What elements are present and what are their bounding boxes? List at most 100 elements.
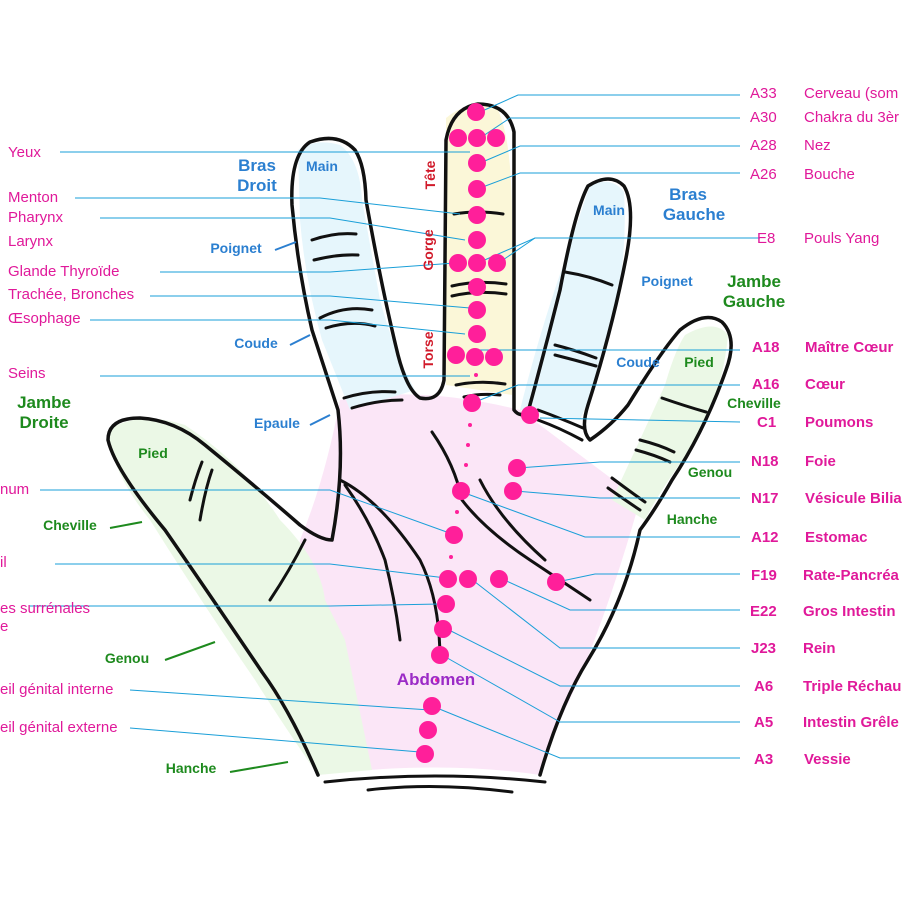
point-pharynx (468, 231, 486, 249)
label-hanche-right: Hanche (667, 511, 718, 527)
label-cheville-left: Cheville (43, 517, 97, 533)
label-poignet-left: Poignet (210, 240, 262, 256)
label-gros-intestin: Gros Intestin (803, 603, 896, 620)
zone-leg-left (612, 326, 728, 520)
code-a3: A3 (754, 751, 773, 768)
code-a26: A26 (750, 166, 777, 183)
label-chakra: Chakra du 3èr (804, 109, 899, 126)
hand-outline (106, 102, 733, 794)
code-e8: E8 (757, 230, 775, 247)
point-a30-right (487, 129, 505, 147)
label-cerveau: Cerveau (som (804, 85, 898, 102)
label-genou-left: Genou (105, 650, 149, 666)
point-a30-center (468, 129, 486, 147)
point-a5 (431, 646, 449, 664)
label-epaule: Epaule (254, 415, 300, 431)
hand-contour (106, 102, 733, 777)
label-genital-externe: eil génital externe (0, 719, 118, 736)
label-genital-interne: eil génital interne (0, 681, 113, 698)
point-trachee (468, 278, 486, 296)
code-a12: A12 (751, 529, 779, 546)
label-bouche: Bouche (804, 166, 855, 183)
point-a12 (452, 482, 470, 500)
label-surrenales: es surrénales (0, 600, 90, 617)
code-e22: E22 (750, 603, 777, 620)
code-a6: A6 (754, 678, 773, 695)
label-vesicule: Vésicule Bilia (805, 490, 902, 507)
zone-leg-right (108, 418, 372, 775)
wrist-line-1 (323, 774, 547, 784)
zone-arm-left (520, 181, 625, 420)
code-a28: A28 (750, 137, 777, 154)
point-torse (468, 325, 486, 343)
point-e8-left (449, 254, 467, 272)
zone-labels: Bras Droit Main Poignet Coude Epaule Bra… (17, 156, 785, 776)
label-e: e (0, 618, 8, 635)
label-bras-gauche-2: Gauche (663, 205, 725, 224)
point-f19 (547, 573, 565, 591)
point-a26 (468, 180, 486, 198)
label-coeur: Cœur (805, 376, 845, 393)
label-cheville-right: Cheville (727, 395, 781, 411)
label-bras-droit-1: Bras (238, 156, 276, 175)
point-genital-externe (416, 745, 434, 763)
point-a18-right (485, 348, 503, 366)
code-a16: A16 (752, 376, 780, 393)
code-a18: A18 (752, 339, 780, 356)
code-j23: J23 (751, 640, 776, 657)
code-n18: N18 (751, 453, 779, 470)
label-rein: Rein (803, 640, 836, 657)
label-poumons: Poumons (805, 414, 873, 431)
label-abdomen: Abdomen (397, 670, 475, 689)
label-intestin-grele: Intestin Grêle (803, 714, 899, 731)
label-thyroide: Glande Thyroïde (8, 263, 119, 280)
point-e8-center (468, 254, 486, 272)
zone-ticks (109, 241, 331, 773)
label-hanche-left: Hanche (166, 760, 217, 776)
point-c1 (521, 406, 539, 424)
reflex-points (416, 103, 565, 763)
label-il: il (0, 554, 7, 571)
label-nez: Nez (804, 137, 831, 154)
zone-fills (108, 105, 728, 775)
label-vessie: Vessie (804, 751, 851, 768)
label-pied-right: Pied (684, 354, 714, 370)
zone-head (446, 105, 512, 395)
point-a30-left (449, 129, 467, 147)
point-a28 (468, 154, 486, 172)
label-maitre-coeur: Maître Cœur (805, 339, 894, 356)
label-jambe-droite-1: Jambe (17, 393, 71, 412)
code-a30: A30 (750, 109, 777, 126)
point-menton (468, 206, 486, 224)
point-a3-upper (423, 697, 441, 715)
label-pied-left: Pied (138, 445, 168, 461)
label-gorge: Gorge (420, 229, 436, 270)
label-jambe-gauche-1: Jambe (727, 272, 781, 291)
label-triple-rechauffeur: Triple Réchau (803, 678, 901, 695)
label-pouls-yang: Pouls Yang (804, 230, 879, 247)
wrist-line-2 (366, 784, 514, 794)
label-jambe-gauche-2: Gauche (723, 292, 785, 311)
label-main-right: Main (593, 202, 625, 218)
point-a18-left (447, 346, 465, 364)
point-row-1 (439, 570, 457, 588)
right-organ-labels: A33 Cerveau (som A30 Chakra du 3èr A28 N… (750, 85, 902, 768)
label-seins: Seins (8, 365, 46, 382)
label-tete: Tête (422, 160, 438, 189)
label-main-left: Main (306, 158, 338, 174)
point-a33 (467, 103, 485, 121)
label-genou-right: Genou (688, 464, 732, 480)
point-genital-interne (419, 721, 437, 739)
point-surrenales (437, 595, 455, 613)
label-oesophage: Œsophage (8, 310, 81, 327)
point-row-2 (459, 570, 477, 588)
label-coude-right: Coude (616, 354, 660, 370)
point-e8-right (488, 254, 506, 272)
label-pharynx: Pharynx (8, 209, 64, 226)
label-yeux: Yeux (8, 144, 41, 161)
label-jambe-droite-2: Droite (19, 413, 68, 432)
label-bras-gauche-1: Bras (669, 185, 707, 204)
point-n17 (504, 482, 522, 500)
point-a6 (434, 620, 452, 638)
